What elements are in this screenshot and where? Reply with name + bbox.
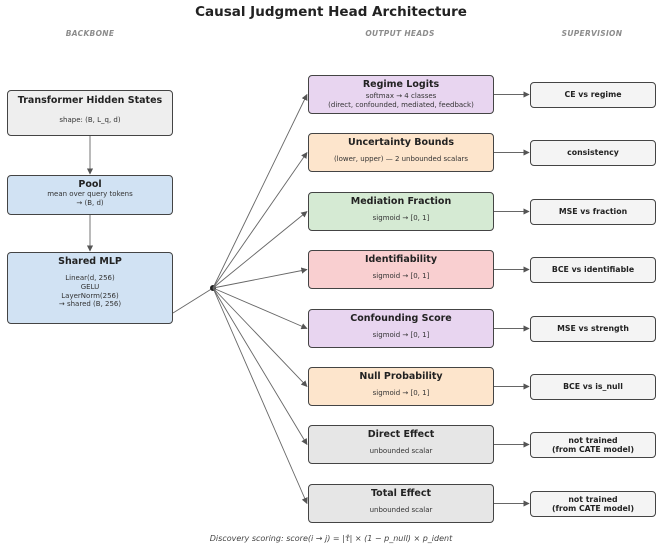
output-head-box: Uncertainty Bounds (lower, upper) — 2 unb… (308, 133, 494, 172)
supervision-box: not trained(from CATE model) (530, 432, 656, 458)
supervision-label: CE vs regime (564, 90, 622, 100)
output-head-title: Direct Effect (367, 429, 435, 440)
pool-title: Pool (78, 179, 102, 190)
column-header-supervision: SUPERVISION (561, 29, 623, 38)
output-head-title: Mediation Fraction (350, 196, 452, 207)
connector-mlp-to-hub (172, 287, 214, 314)
output-head-title: Confounding Score (350, 313, 452, 324)
connector-hub-to-head (212, 287, 308, 330)
output-head-detail: unbounded scalar (369, 447, 433, 455)
connector-hub-to-head (212, 151, 308, 289)
supervision-label: MSE vs strength (557, 324, 629, 334)
pool-box: Pool mean over query tokens → (B, d) (7, 175, 173, 215)
supervision-label: consistency (567, 148, 619, 158)
output-head-box: Identifiability sigmoid → [0, 1] (308, 250, 494, 289)
output-head-detail: (lower, upper) — 2 unbounded scalars (333, 155, 469, 163)
supervision-label: (from CATE model) (551, 504, 635, 513)
output-head-box: Mediation Fraction sigmoid → [0, 1] (308, 192, 494, 231)
connector-hub-to-head (212, 93, 308, 289)
output-head-box: Regime Logits softmax → 4 classes(direct,… (308, 75, 494, 114)
supervision-label: (from CATE model) (551, 445, 635, 454)
output-head-detail: sigmoid → [0, 1] (372, 331, 430, 339)
shared-mlp-line: GELU (80, 282, 100, 291)
column-header-backbone: BACKBONE (65, 29, 115, 38)
output-head-detail: sigmoid → [0, 1] (372, 214, 430, 222)
connector-hub-to-head (212, 287, 308, 387)
output-head-detail: softmax → 4 classes (365, 92, 437, 100)
output-head-title: Total Effect (370, 488, 432, 499)
supervision-label: MSE vs fraction (558, 207, 628, 217)
supervision-label: BCE vs is_null (563, 382, 623, 392)
output-head-detail: unbounded scalar (369, 506, 433, 514)
output-head-title: Uncertainty Bounds (348, 137, 454, 148)
output-head-box: Confounding Score sigmoid → [0, 1] (308, 309, 494, 348)
shared-mlp-title: Shared MLP (58, 256, 122, 267)
output-head-box: Total Effect unbounded scalar (308, 484, 494, 523)
hidden-states-box: Transformer Hidden States shape: (B, L_q… (7, 90, 173, 136)
shared-mlp-line: LayerNorm(256) (61, 291, 119, 300)
shared-mlp-line: → shared (B, 256) (58, 300, 122, 309)
supervision-box: BCE vs is_null (530, 374, 656, 400)
supervision-box: MSE vs strength (530, 316, 656, 342)
supervision-box: CE vs regime (530, 82, 656, 108)
connector-hub-to-head (212, 267, 308, 289)
supervision-box: consistency (530, 140, 656, 166)
supervision-label: not trained (568, 494, 618, 504)
shared-mlp-box: Shared MLP Linear(d, 256) GELU LayerNorm… (7, 252, 173, 324)
connector-hub-to-head (212, 287, 308, 505)
shared-mlp-line: Linear(d, 256) (65, 274, 115, 282)
output-head-detail: (direct, confounded, mediated, feedback) (328, 100, 474, 109)
output-head-box: Direct Effect unbounded scalar (308, 425, 494, 464)
supervision-label: not trained (568, 435, 618, 445)
hidden-states-title: Transformer Hidden States (17, 95, 163, 106)
diagram-title: Causal Judgment Head Architecture (195, 4, 467, 20)
output-head-detail: sigmoid → [0, 1] (372, 272, 430, 280)
pool-line: → (B, d) (76, 198, 104, 207)
discovery-scoring-caption: Discovery scoring: score(i → j) = |τ̂| ×… (0, 534, 662, 543)
hidden-states-shape: shape: (B, L_q, d) (59, 116, 121, 124)
supervision-label: BCE vs identifiable (551, 265, 635, 275)
supervision-box: BCE vs identifiable (530, 257, 656, 283)
discovery-scoring-formula: Discovery scoring: score(i → j) = |τ̂| ×… (209, 534, 453, 543)
connector-hub-to-head (212, 287, 308, 446)
output-head-title: Null Probability (359, 371, 443, 382)
connector-hub-to-head (212, 211, 308, 289)
output-head-detail: sigmoid → [0, 1] (372, 389, 430, 397)
pool-line: mean over query tokens (47, 190, 133, 198)
supervision-box: MSE vs fraction (530, 199, 656, 225)
output-head-title: Regime Logits (362, 79, 440, 90)
output-head-box: Null Probability sigmoid → [0, 1] (308, 367, 494, 406)
supervision-box: not trained(from CATE model) (530, 491, 656, 517)
column-header-output-heads: OUTPUT HEADS (365, 29, 435, 38)
output-head-title: Identifiability (364, 254, 438, 265)
